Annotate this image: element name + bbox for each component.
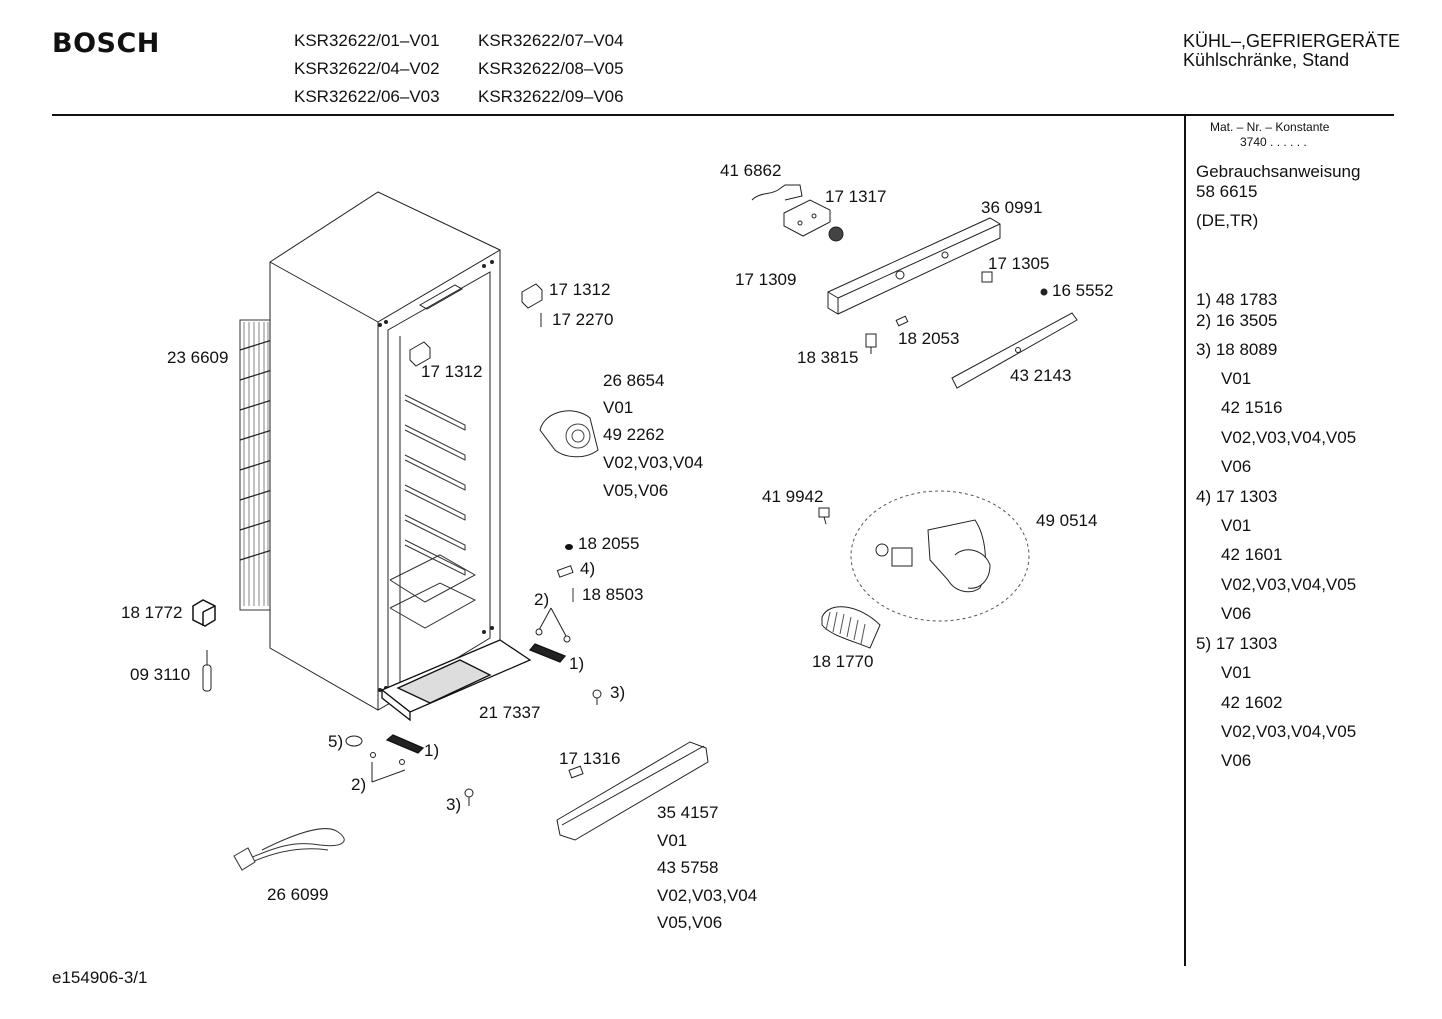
screws-2 xyxy=(536,608,570,642)
control-panel xyxy=(828,218,1000,314)
power-cord xyxy=(234,829,344,870)
part-label: 43 5758 xyxy=(657,858,718,878)
part-label: 18 1772 xyxy=(121,603,182,623)
part-label: V02,V03,V04 xyxy=(603,453,703,473)
part-label: 4) xyxy=(580,559,595,579)
part-label: 49 0514 xyxy=(1036,511,1097,531)
part-label: 17 1316 xyxy=(559,749,620,769)
part-label: 18 3815 xyxy=(797,348,858,368)
small-knob xyxy=(565,544,573,550)
thermostat-housing xyxy=(784,200,830,236)
part-label: 5) xyxy=(328,732,343,752)
condenser-coil xyxy=(240,320,272,610)
connector-part xyxy=(752,185,802,200)
diagram-code: e154906-3/1 xyxy=(52,968,147,988)
bolt-part xyxy=(819,508,829,524)
small-clip xyxy=(896,316,908,326)
part-label: 18 2053 xyxy=(898,329,959,349)
part-label: 3) xyxy=(610,683,625,703)
fan-cover xyxy=(540,411,598,457)
part-label: 17 1312 xyxy=(421,362,482,382)
hinge-upper xyxy=(522,284,542,327)
part-label: 3) xyxy=(446,795,461,815)
part-label: 17 1305 xyxy=(988,254,1049,274)
screw-3a xyxy=(593,690,601,705)
part-label: 49 2262 xyxy=(603,425,664,445)
part-label: 18 1770 xyxy=(812,652,873,672)
part-label: 16 5552 xyxy=(1052,281,1113,301)
part-label: 17 1317 xyxy=(825,187,886,207)
part-label: 36 0991 xyxy=(981,198,1042,218)
relay-box xyxy=(193,600,215,626)
part-label: 17 1309 xyxy=(735,270,796,290)
part-label: 26 6099 xyxy=(267,885,328,905)
part-label: 1) xyxy=(424,741,439,761)
part-label: 35 4157 xyxy=(657,803,718,823)
fan-grille xyxy=(822,607,880,648)
part-label: V01 xyxy=(603,398,633,418)
screw-top xyxy=(1041,289,1047,295)
sensor-part xyxy=(203,650,211,691)
control-knob xyxy=(829,227,843,241)
part-label: 1) xyxy=(569,654,584,674)
part-label: 18 8503 xyxy=(582,585,643,605)
screws-2b xyxy=(371,753,406,783)
lamp-holder xyxy=(866,334,876,354)
part-label: V02,V03,V04 xyxy=(657,886,757,906)
part-label: V05,V06 xyxy=(657,913,722,933)
foot-part-1 xyxy=(530,644,565,662)
part-label: V01 xyxy=(657,831,687,851)
part-label: 09 3110 xyxy=(130,665,190,685)
part-label: 41 9942 xyxy=(762,487,823,507)
part-label: 43 2143 xyxy=(1010,366,1071,386)
refrigerator-cabinet xyxy=(270,192,500,710)
part-label: 2) xyxy=(534,590,549,610)
clip-5 xyxy=(346,736,362,746)
part-label: 17 1312 xyxy=(549,280,610,300)
part-label: V05,V06 xyxy=(603,481,668,501)
foot-part-2 xyxy=(387,735,423,753)
part-label: 21 7337 xyxy=(479,703,540,723)
clip-part xyxy=(557,566,573,577)
fan-motor-assembly xyxy=(851,491,1029,621)
part-label: 26 8654 xyxy=(603,371,664,391)
part-label: 41 6862 xyxy=(720,161,781,181)
part-label: 2) xyxy=(351,775,366,795)
part-label: 23 6609 xyxy=(167,348,228,368)
part-label: 18 2055 xyxy=(578,534,639,554)
part-label: 17 2270 xyxy=(552,310,613,330)
screw-3b xyxy=(465,789,473,806)
